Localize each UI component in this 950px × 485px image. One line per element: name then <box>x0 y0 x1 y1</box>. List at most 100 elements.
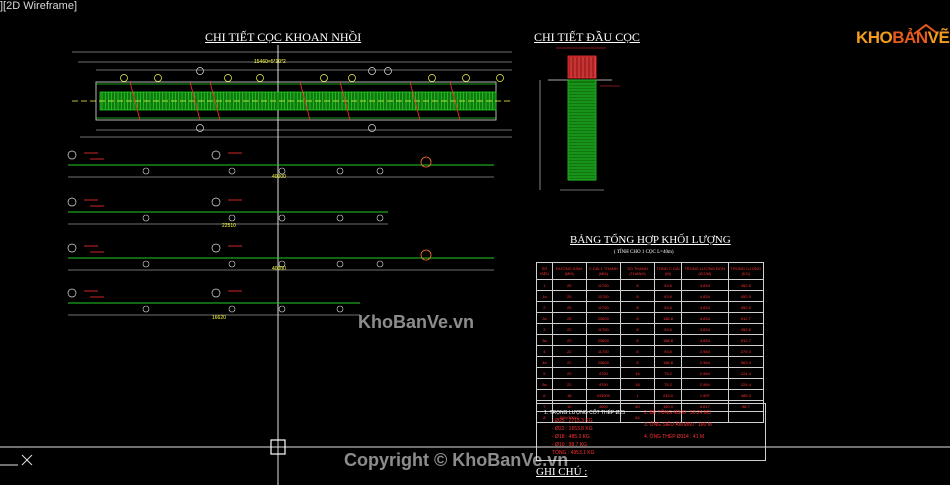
callout-circle <box>348 74 356 82</box>
bar-mark-circle <box>376 214 384 222</box>
table-cell: 912.7 <box>727 334 765 346</box>
bar-splice-mark <box>209 81 221 121</box>
table-cell <box>727 411 765 423</box>
table-cell: 22 <box>551 378 587 390</box>
table-cell: 452.5 <box>727 279 765 291</box>
watermark-center: KhoBanVe.vn <box>358 312 475 332</box>
table-cell: 8 <box>619 345 655 357</box>
table-cell: 11700 <box>585 290 621 302</box>
table-cell: 8 <box>619 301 655 313</box>
table-cell: 485.3 <box>727 389 765 401</box>
table-cell: 8 <box>619 312 655 324</box>
table-cell: 2a <box>536 312 553 324</box>
table-cell: 243.0 <box>653 389 683 401</box>
dim-bar-5: 40000 <box>272 266 286 272</box>
house-roof-icon <box>913 23 939 35</box>
bar-mark-circle <box>142 167 150 175</box>
table-cell: 2.984 <box>681 367 729 379</box>
table-cell: 4a <box>536 356 553 368</box>
notes-heading: GHI CHÚ : <box>536 466 588 478</box>
callout-circle <box>120 74 128 82</box>
table-cell: 6 <box>536 389 553 401</box>
table-cell: 4.834 <box>681 290 729 302</box>
table-cell: 1.997 <box>681 389 729 401</box>
table-cell: 912.7 <box>727 312 765 324</box>
watermark-copyright: Copyright © KhoBanVe.vn <box>344 450 569 470</box>
table-cell: 2.984 <box>681 378 729 390</box>
bar-mark-circle <box>142 305 150 313</box>
table-cell: 224.4 <box>727 378 765 390</box>
callout-circle <box>462 74 470 82</box>
bar-mark-circle <box>228 305 236 313</box>
logo-part-kho: KHO <box>856 28 893 47</box>
callout-circle <box>384 67 392 75</box>
table-cell: 3a <box>536 334 553 346</box>
table-cell: 22 <box>551 367 587 379</box>
pile-stirrup-ticks <box>101 81 493 121</box>
bar-mark-circle <box>278 260 286 268</box>
bar-mark-circle <box>211 150 221 160</box>
table-cell: 300x300x1 <box>551 411 587 423</box>
table-cell: 22 <box>551 356 587 368</box>
table-cell: 18 <box>551 389 587 401</box>
dim-bar-4: 22510 <box>222 223 236 229</box>
table-cell: 188.8 <box>653 356 683 368</box>
note-left-line: - Ø22 : 1653.8 KG <box>552 426 593 432</box>
bar-mark-circle <box>278 305 286 313</box>
table-cell: 4700 <box>585 378 621 390</box>
table-cell: 4.834 <box>681 323 729 335</box>
note-right-line: 4. ỐNG THÉP Ø114 : 41 M <box>644 434 705 440</box>
table-cell: 188.8 <box>653 334 683 346</box>
viewport-label[interactable]: ][2D Wireframe] <box>0 0 78 12</box>
notes-box <box>536 403 766 461</box>
bar-mark-circle <box>376 260 384 268</box>
table-cell: 4.834 <box>681 334 729 346</box>
table-cell: 452.5 <box>727 301 765 313</box>
table-cell: 93.6 <box>653 323 683 335</box>
callout-circle <box>256 74 264 82</box>
table-cell <box>653 411 683 423</box>
pile-callout-circles <box>120 67 504 132</box>
table-cell: 188.8 <box>653 312 683 324</box>
table-cell: 224.4 <box>727 367 765 379</box>
note-left-line: TỔNG : 4953.1 KG <box>552 450 595 456</box>
table-cell: 4.834 <box>681 279 729 291</box>
table-cell: 8 <box>619 334 655 346</box>
table-cell: 75.2 <box>653 367 683 379</box>
table-header-cell: SỐ HIỆU <box>536 262 553 280</box>
table-cell: 3 <box>536 323 553 335</box>
table-cell: 4 <box>536 345 553 357</box>
table-header-cell: TRỌNG LƯỢNG (KG) <box>727 262 765 280</box>
bar-splice-mark <box>129 81 141 121</box>
table-cell: 25 <box>551 301 587 313</box>
ucs-icon[interactable] <box>0 447 40 467</box>
table-cell: 93.6 <box>653 345 683 357</box>
callout-circle <box>368 67 376 75</box>
table-cell: 23600 <box>585 356 621 368</box>
table-cell: 16 <box>619 378 655 390</box>
table-cell: 243000 <box>585 389 621 401</box>
table-cell: 11700 <box>585 301 621 313</box>
table-cell: 25 <box>551 290 587 302</box>
table-cell: 1 <box>619 389 655 401</box>
bar-mark-circle <box>336 167 344 175</box>
bar-mark-circle <box>67 197 77 207</box>
bar-mark-circle <box>336 214 344 222</box>
bar-mark-circle <box>228 260 236 268</box>
table-cell: 11700 <box>585 279 621 291</box>
table-cell: 75.2 <box>653 378 683 390</box>
bar-mark-circle <box>228 214 236 222</box>
table-cell: 5 <box>536 367 553 379</box>
table-cell: 2.984 <box>681 356 729 368</box>
logo-part-ban: BẢN <box>892 28 928 47</box>
